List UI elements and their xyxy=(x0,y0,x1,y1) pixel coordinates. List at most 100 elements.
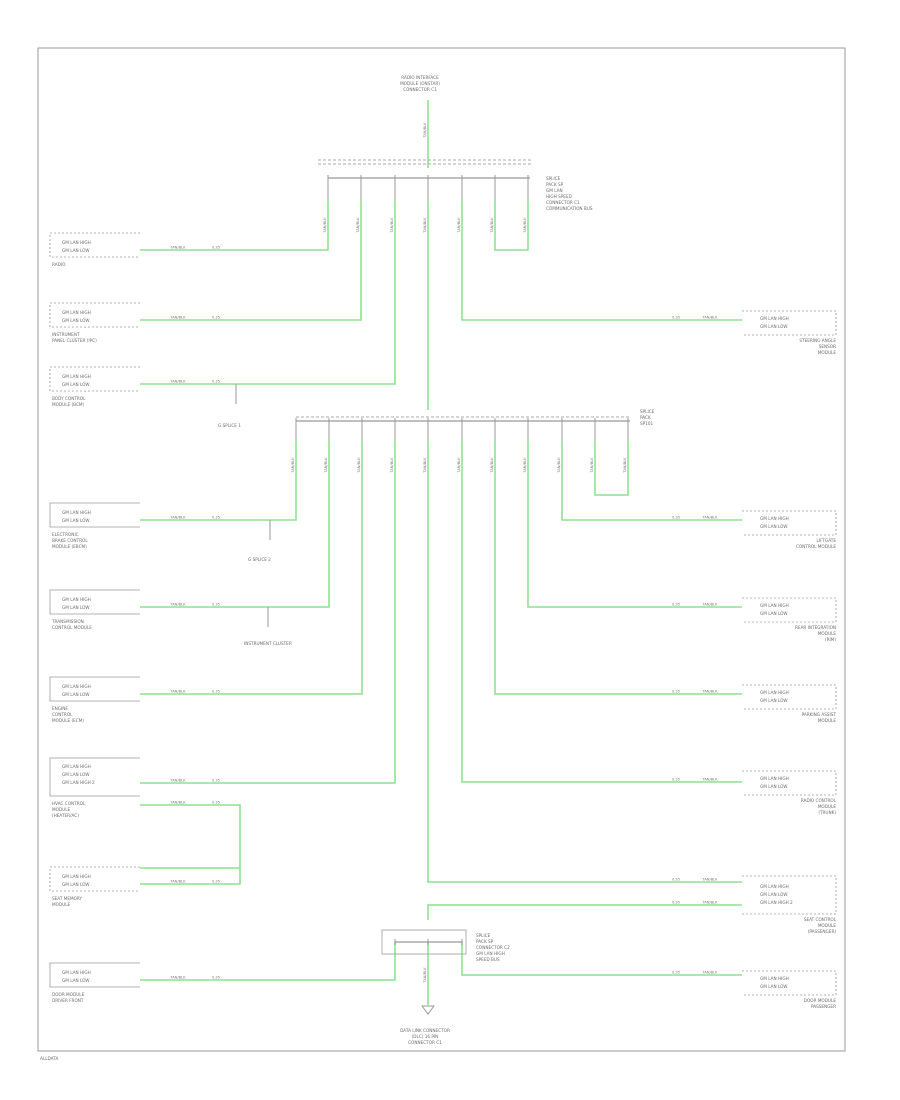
left-wire-code: TAN/BLK xyxy=(169,880,186,884)
bottom-module-label: DATA LINK CONNECTOR (DLC) 16 PIN CONNECT… xyxy=(400,1028,450,1045)
module-pin-label: GM LAN LOW xyxy=(62,382,90,387)
lower-drop-wire-code: TAN/BLK xyxy=(590,457,594,474)
module-caption-line: BRAKE CONTROL xyxy=(52,538,88,543)
lower-drop-wire-code: TAN/BLK xyxy=(523,457,527,474)
svg-text:SPEED BUS: SPEED BUS xyxy=(476,957,500,962)
module-bracket xyxy=(742,597,837,623)
left-wire-gauge: 0.35 xyxy=(212,246,220,250)
left-wire-code: TAN/BLK xyxy=(169,246,186,250)
upper-splice-label: SPLICE PACK SP GM LAN HIGH SPEED CONNECT… xyxy=(546,176,593,211)
svg-text:PACK: PACK xyxy=(640,415,651,420)
module-pin-label: GM LAN HIGH xyxy=(62,970,91,975)
module-caption-line: MODULE (ECM) xyxy=(52,718,84,723)
module-pin-label: GM LAN LOW xyxy=(62,518,90,523)
lower-drop-wire-code: TAN/BLK xyxy=(324,457,328,474)
upper-drop-wire-code: TAN/BLK xyxy=(523,217,527,234)
module-caption-line: PASSENGER xyxy=(811,1004,836,1009)
module-bracket xyxy=(49,757,140,797)
right-wire-gauge: 0.35 xyxy=(672,778,680,782)
svg-text:CONNECTOR C1: CONNECTOR C1 xyxy=(408,1040,442,1045)
left-wire-code: TAN/BLK xyxy=(169,801,186,805)
module-caption-line: SEAT CONTROL xyxy=(804,917,837,922)
bottom-splice-label: SPLICE PACK SP CONNECTOR C2 GM LAN HIGH … xyxy=(476,933,510,962)
module-pin-label: GM LAN LOW xyxy=(62,248,90,253)
svg-text:PACK SP: PACK SP xyxy=(476,939,494,944)
lower-drop-wire-code: TAN/BLK xyxy=(291,457,295,474)
module-caption-line: CONTROL MODULE xyxy=(796,544,836,549)
module-caption-line: LIFTGATE xyxy=(817,538,837,543)
right-wire-gauge: 0.35 xyxy=(672,316,680,320)
module-bracket xyxy=(49,502,140,528)
svg-text:GM LAN HIGH: GM LAN HIGH xyxy=(476,951,505,956)
left-wire-code: TAN/BLK xyxy=(169,516,186,520)
right-wire-code: TAN/BLK xyxy=(701,690,718,694)
lower-drop-wire-code: TAN/BLK xyxy=(557,457,561,474)
wire-left-tcm xyxy=(140,480,330,608)
module-caption-line: MODULE xyxy=(818,718,837,723)
left-wire-gauge: 0.35 xyxy=(212,880,220,884)
module-caption-line: (HEATER/AC) xyxy=(52,813,79,818)
module-bracket xyxy=(742,875,837,915)
upper-drop-wire-code: TAN/BLK xyxy=(457,217,461,234)
module-pin-label: GM LAN HIGH xyxy=(62,310,91,315)
svg-text:HIGH SPEED: HIGH SPEED xyxy=(546,194,572,199)
module-pin-label: GM LAN LOW xyxy=(62,605,90,610)
svg-text:SPLICE: SPLICE xyxy=(546,176,561,181)
svg-text:SPLICE: SPLICE xyxy=(640,409,655,414)
right-wire-gauge: 0.35 xyxy=(672,603,680,607)
module-bracket xyxy=(49,589,140,615)
svg-text:COMMUNICATION BUS: COMMUNICATION BUS xyxy=(546,206,593,211)
left-wire-gauge: 0.35 xyxy=(212,779,220,783)
left-wire-code: TAN/BLK xyxy=(169,690,186,694)
svg-text:CONNECTOR C1: CONNECTOR C1 xyxy=(546,200,580,205)
module-caption-line: SENSOR xyxy=(819,344,836,349)
module-caption-line: MODULE (EBCM) xyxy=(52,544,87,549)
lower-drop-wire-code: TAN/BLK xyxy=(490,457,494,474)
dlc-wire-code: TAN/BLK xyxy=(423,967,427,984)
wire-left-bcm xyxy=(140,240,396,385)
left-wire-code: TAN/BLK xyxy=(169,316,186,320)
module-caption-line: MODULE xyxy=(52,807,71,812)
lower-drop-wire-code: TAN/BLK xyxy=(623,457,627,474)
wire-left-ecm xyxy=(140,480,363,695)
svg-text:GM LAN: GM LAN xyxy=(546,188,563,193)
module-caption-line: PARKING ASSIST xyxy=(802,712,837,717)
module-pin-label: GM LAN LOW xyxy=(62,882,90,887)
module-caption-line: MODULE xyxy=(818,804,837,809)
upper-loop-wire xyxy=(494,240,529,251)
wire-layer: TAN/BLK TAN/BLK TAN/BLK TAN/BLK TAN/BLK TAN/B… xyxy=(140,100,742,1005)
module-caption-line: INSTRUMENT xyxy=(52,332,80,337)
footer-label: ALLDATA xyxy=(40,1056,58,1061)
module-bracket xyxy=(742,310,837,336)
dlc-terminal xyxy=(421,1005,435,1015)
module-pin-label: GM LAN HIGH xyxy=(760,316,789,321)
svg-text:CONNECTOR C2: CONNECTOR C2 xyxy=(476,945,510,950)
right-wire-code: TAN/BLK xyxy=(701,316,718,320)
module-pin-label: GM LAN HIGH xyxy=(760,976,789,981)
module-caption-line: MODULE (BCM) xyxy=(52,402,84,407)
svg-text:PACK SP: PACK SP xyxy=(546,182,564,187)
wire-right-door xyxy=(461,960,742,976)
upper-drop-wire-code: TAN/BLK xyxy=(490,217,494,234)
wire-right-steering xyxy=(461,240,742,321)
module-pin-label: GM LAN HIGH xyxy=(62,874,91,879)
module-caption-line: RADIO CONTROL xyxy=(801,798,837,803)
module-caption-line: REAR INTEGRATION xyxy=(795,625,836,630)
module-pin-label: GM LAN HIGH 2 xyxy=(62,780,95,785)
wire-right-rim xyxy=(527,480,742,608)
wire-left-ipc xyxy=(140,240,362,321)
lower-drop-wire-code: TAN/BLK xyxy=(357,457,361,474)
module-pin-label: GM LAN LOW xyxy=(62,772,90,777)
module-caption-line: STEERING ANGLE xyxy=(799,338,836,343)
module-caption-line: TRANSMISSION xyxy=(51,619,84,624)
module-pin-label: GM LAN LOW xyxy=(760,611,788,616)
module-caption-line: MODULE xyxy=(818,350,837,355)
